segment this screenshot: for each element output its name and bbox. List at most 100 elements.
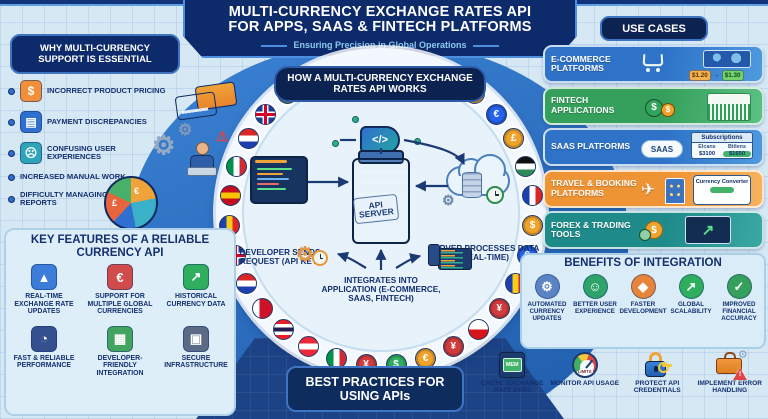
subscriptions-header: Subscriptions bbox=[692, 133, 752, 143]
puzzle-code-icon: ▦ bbox=[107, 325, 133, 352]
key-feature-item: ▣ SECURE INFRASTRUCTURE bbox=[160, 325, 232, 378]
rocket-clock-icon: ▲ bbox=[31, 264, 57, 290]
plan-price: $3100 bbox=[698, 151, 716, 157]
connector-node bbox=[332, 140, 339, 147]
benefits-panel bbox=[520, 253, 766, 349]
key-features-panel bbox=[4, 228, 236, 416]
credit-card-icon: ▤ bbox=[20, 111, 42, 133]
key-feature-item: ▦DEVELOPER-FRIENDLY INTEGRATION bbox=[84, 325, 156, 378]
key-feature-label: HISTORICAL CURRENCY DATA bbox=[166, 293, 226, 308]
bahrain-flag bbox=[252, 297, 274, 319]
shopping-cart-icon bbox=[642, 54, 664, 72]
key-feature-item: ◔FAST & RELIABLE PERFORMANCE bbox=[8, 325, 80, 378]
building-blocks-icon: ◆ bbox=[630, 274, 656, 299]
benefit-item: ⚙AUTOMATED CURRENCY UPDATES bbox=[523, 274, 571, 323]
benefits-row: ⚙AUTOMATED CURRENCY UPDATES ☺ BETTER USER … bbox=[523, 274, 763, 323]
key-feature-label: DEVELOPER-FRIENDLY INTEGRATION bbox=[96, 354, 144, 377]
api-server-badge: API SERVER bbox=[352, 193, 400, 225]
top-frame-left bbox=[0, 0, 190, 6]
history-chart-icon: ↗ bbox=[183, 264, 209, 290]
why-item-label: DIFFICULTY MANAGING FINANCIAL REPORTS bbox=[20, 189, 151, 207]
use-case-label: SAAS PLATFORMS bbox=[551, 141, 631, 152]
why-item-label: INCREASED MANUAL WORK bbox=[20, 172, 126, 181]
safe-vault-icon: ▣ bbox=[183, 325, 209, 352]
chip-text: MEM bbox=[502, 358, 522, 372]
database-icon bbox=[462, 172, 482, 198]
why-item-label: INCORRECT PRODUCT PRICING bbox=[47, 85, 166, 95]
plan-name: Elcans bbox=[698, 144, 716, 150]
bullet-icon bbox=[8, 87, 15, 95]
convert-button bbox=[710, 186, 734, 193]
gear-icon: ⚙ bbox=[442, 192, 455, 208]
benefit-item: ↗GLOBAL SCALABILITY bbox=[667, 274, 715, 323]
price-change-chips: $1.20→$1.30 bbox=[689, 70, 744, 81]
bullet-icon bbox=[8, 118, 15, 126]
key-feature-label: REAL-TIME EXCHANGE RATE UPDATES bbox=[14, 293, 74, 316]
best-practice-item: ⚙!IMPLEMENT ERROR HANDLING bbox=[694, 349, 767, 395]
yen-coin: ¥ bbox=[488, 297, 510, 319]
currency-pie-chart bbox=[104, 176, 158, 230]
use-case-label: FOREX & TRADING TOOLS bbox=[551, 219, 631, 239]
use-case-icons: $1.20→$1.30 bbox=[637, 47, 756, 81]
best-practice-label: CACHE EXCHANGE RATE DATA bbox=[480, 380, 544, 395]
plan-price: $1650 bbox=[723, 151, 751, 157]
euro-coin: € bbox=[485, 103, 507, 125]
title-subtitle: Ensuring Precision in Global Operations bbox=[255, 40, 504, 50]
use-cases-title: USE CASES bbox=[600, 16, 708, 41]
gear-icon: ⚙ bbox=[152, 130, 176, 160]
use-case-label: E-COMMERCE PLATFORMS bbox=[551, 53, 611, 73]
why-item: $INCORRECT PRODUCT PRICING bbox=[8, 80, 168, 102]
money-bag-icon: $ bbox=[661, 102, 675, 117]
pie-euro-label: € bbox=[134, 186, 140, 196]
toolbox-warning-icon: ⚙! bbox=[715, 349, 748, 380]
best-practices-title: BEST PRACTICES FOR USING APIs bbox=[286, 366, 464, 412]
why-item-label: CONFUSING USER EXPERIENCES bbox=[47, 143, 116, 161]
use-case-row: FOREX & TRADING TOOLS$↗ bbox=[543, 211, 764, 249]
benefit-label: BETTER USER EXPERIENCE bbox=[573, 301, 617, 315]
speedometer-icon: ◔ bbox=[31, 325, 57, 352]
laptop-icon bbox=[438, 248, 472, 270]
key-feature-item: ▲ REAL-TIME EXCHANGE RATE UPDATES bbox=[8, 264, 80, 316]
bullet-icon bbox=[8, 195, 15, 203]
france-flag bbox=[521, 185, 543, 207]
connector-node bbox=[352, 116, 359, 123]
gear-icon: ⚙ bbox=[737, 349, 748, 361]
use-case-row: E-COMMERCE PLATFORMS $1.20→$1.30 bbox=[543, 45, 764, 83]
use-case-row: TRAVEL & BOOKING PLATFORMS✈Currency Conv… bbox=[543, 169, 764, 208]
server-step-label: SERVER PROCESSES DATA (REAL-TIME) bbox=[428, 244, 540, 263]
spain-flag bbox=[219, 185, 241, 207]
why-item: ☹CONFUSING USER EXPERIENCES bbox=[8, 142, 168, 164]
benefits-title: BENEFITS OF INTEGRATION bbox=[564, 257, 722, 269]
gauge-text: LIMITS bbox=[577, 369, 592, 374]
title-line2: FOR APPS, SAAS & FINTECH PLATFORMS bbox=[228, 19, 532, 35]
why-section-title: WHY MULTI-CURRENCY SUPPORT IS ESSENTIAL bbox=[10, 34, 180, 74]
coin-stack-icon bbox=[639, 229, 651, 241]
price-from: $1.20 bbox=[689, 70, 711, 81]
dollar-coin: $ bbox=[522, 215, 543, 237]
bullet-icon bbox=[8, 149, 15, 157]
plan-name: Bitlens bbox=[728, 144, 746, 150]
best-practice-label: IMPLEMENT ERROR HANDLING bbox=[697, 380, 762, 395]
yen-coin: ¥ bbox=[442, 336, 464, 358]
italy-flag bbox=[225, 155, 247, 177]
top-frame-right bbox=[570, 0, 768, 6]
gear-icon: ⚙ bbox=[178, 122, 193, 139]
warning-icon: ⚠ bbox=[216, 128, 229, 144]
lock-key-icon bbox=[644, 352, 673, 378]
best-practice-label: PROTECT API CREDENTIALS bbox=[633, 380, 681, 395]
benefit-item: ☺ BETTER USER EXPERIENCE bbox=[571, 274, 619, 323]
pie-pound-label: £ bbox=[112, 198, 118, 208]
smiley-globe-icon: ☺ bbox=[582, 274, 608, 299]
key-feature-label: SECURE INFRASTRUCTURE bbox=[164, 354, 228, 370]
why-list: $INCORRECT PRODUCT PRICING▤PAYMENT DISCR… bbox=[8, 80, 168, 217]
best-practice-item: PROTECT API CREDENTIALS bbox=[621, 352, 694, 395]
benefit-label: IMPROVED FINANCIAL ACCURACY bbox=[721, 301, 757, 322]
price-to: $1.30 bbox=[721, 70, 744, 81]
croatia-flag bbox=[235, 272, 257, 294]
